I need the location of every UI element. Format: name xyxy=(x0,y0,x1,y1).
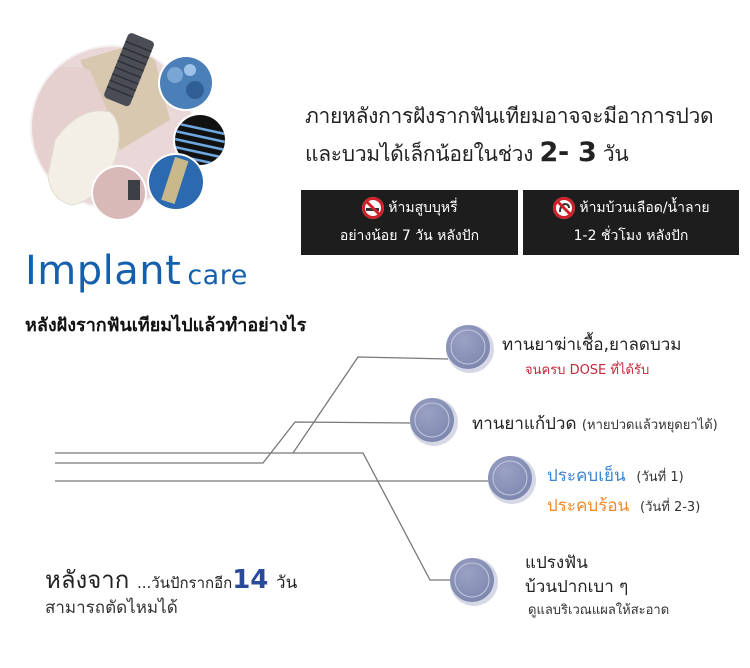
intro-line-1: ภายหลังการฝังรากฟันเทียมอาจจะมีอาการปวด xyxy=(305,104,714,128)
intro-suffix: วัน xyxy=(602,142,629,166)
step-circle-4 xyxy=(450,558,498,606)
step-circle-2 xyxy=(410,398,458,446)
warning-detail: 1-2 ชั่วโมง หลังปัก xyxy=(573,228,689,244)
intro-prefix: และบวมได้เล็กน้อยในช่วง xyxy=(305,142,534,166)
warning-detail: อย่างน้อย 7 วัน หลังปัก xyxy=(339,228,480,244)
step-1-title: ทานยาฆ่าเชื้อ,ยาลดบวม xyxy=(502,335,682,355)
step-2: ทานยาแก้ปวด (หายปวดแล้วหยุดยาได้) xyxy=(472,410,718,437)
step-2-note: (หายปวดแล้วหยุดยาได้) xyxy=(581,418,718,433)
after-label: หลังจาก xyxy=(45,566,130,594)
warning-title: ห้ามบ้วนเลือด/น้ำลาย xyxy=(579,200,710,216)
cold-note: (วันที่ 1) xyxy=(636,470,684,485)
days-number: 14 xyxy=(232,565,269,595)
warning-title: ห้ามสูบบุหรี่ xyxy=(388,200,458,216)
cold-compress: ประคบเย็น xyxy=(547,466,626,486)
step-circle-1 xyxy=(446,325,494,373)
connector-lines xyxy=(55,356,490,581)
step-4-note: ดูแลบริเวณแผลให้สะอาด xyxy=(528,603,670,618)
intro-line-2: และบวมได้เล็กน้อยในช่วง 2- 3 วัน xyxy=(305,137,629,171)
warning-no-spitting: ห้ามบ้วนเลือด/น้ำลาย 1-2 ชั่วโมง หลังปัก xyxy=(523,190,739,255)
brand-main: Implant xyxy=(25,248,182,294)
intro-days: 2- 3 xyxy=(539,137,597,168)
implant-illustration xyxy=(30,33,227,221)
after-small: ...วันปักรากอีก xyxy=(136,574,233,592)
step-1-note: จนครบ DOSE ที่ได้รับ xyxy=(525,363,650,378)
step-2-title: ทานยาแก้ปวด xyxy=(472,414,577,434)
step-3-hot: ประคบร้อน (วันที่ 2-3) xyxy=(547,492,700,519)
suture-removal-line: หลังจาก ...วันปักรากอีก14 วัน xyxy=(45,560,297,599)
warning-no-smoking: ห้ามสูบบุหรี่ อย่างน้อย 7 วัน หลังปัก xyxy=(301,190,518,255)
hot-compress: ประคบร้อน xyxy=(547,496,630,516)
step-4-line-2: บ้วนปากเบา ๆ xyxy=(525,577,629,597)
step-4-line-1: แปรงฟัน xyxy=(525,553,588,573)
step-3-cold: ประคบเย็น (วันที่ 1) xyxy=(547,462,684,489)
suture-removal-note: สามารถตัดไหมได้ xyxy=(45,598,178,618)
days-unit: วัน xyxy=(276,573,298,593)
brand-sub: care xyxy=(187,260,248,291)
page-subtitle: หลังฝังรากฟันเทียมไปแล้วทำอย่างไร xyxy=(25,315,307,336)
hot-note: (วันที่ 2-3) xyxy=(640,500,701,515)
step-circle-3 xyxy=(488,456,536,504)
no-smoking-icon xyxy=(362,197,385,219)
no-spitting-icon xyxy=(553,197,576,219)
